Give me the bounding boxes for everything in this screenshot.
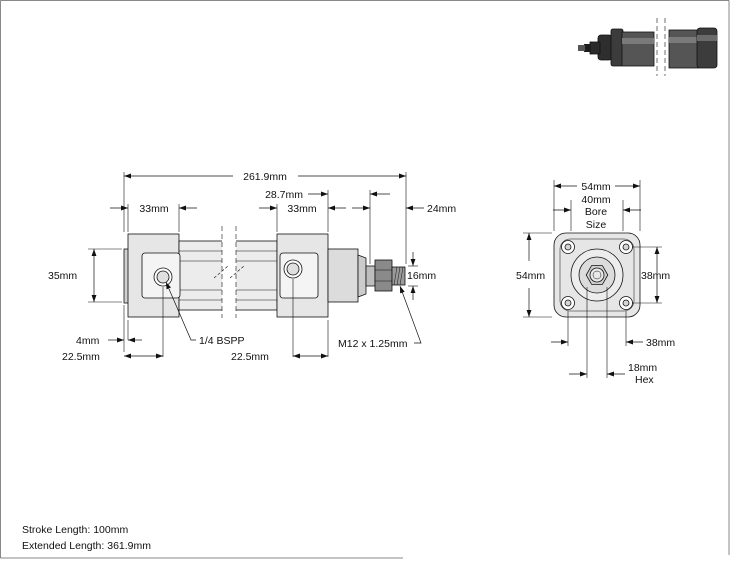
dim-rod-thread-length: 24mm — [427, 203, 456, 215]
dim-cap-offset: 4mm — [76, 335, 100, 347]
label-bore-size-unit: Size — [586, 219, 607, 231]
note-extended-length: Extended Length: 361.9mm — [22, 539, 152, 552]
label-port-thread: 1/4 BSPP — [199, 335, 245, 347]
label-bore-size-value: 40mm — [581, 194, 610, 206]
end-extension-lines — [523, 180, 662, 378]
dim-bolt-spacing-horizontal: 38mm — [646, 337, 675, 349]
sheet-border — [0, 0, 730, 559]
dim-port-offset-left: 22.5mm — [62, 351, 100, 363]
dim-overall-length: 261.9mm — [243, 171, 287, 183]
dim-rod-extension: 28.7mm — [265, 189, 303, 201]
dim-hex-size-unit: Hex — [635, 374, 654, 386]
dim-rod-diameter: 16mm — [407, 270, 436, 282]
dim-cap-width-left: 33mm — [139, 203, 168, 215]
dim-end-width: 54mm — [581, 181, 610, 193]
dim-port-offset-right: 22.5mm — [231, 351, 269, 363]
label-bore-size-word: Bore — [585, 206, 607, 218]
label-rod-thread: M12 x 1.25mm — [338, 338, 408, 350]
cylinder-isometric-icon — [578, 18, 718, 76]
dim-cap-height: 35mm — [48, 270, 77, 282]
dim-bolt-spacing-vertical: 38mm — [641, 270, 670, 282]
drawing-notes: Stroke Length: 100mm Extended Length: 36… — [22, 523, 151, 554]
dim-end-height: 54mm — [516, 270, 545, 282]
note-stroke-length: Stroke Length: 100mm — [22, 524, 129, 536]
cylinder-side-view — [123, 226, 406, 322]
cylinder-end-view — [553, 232, 641, 318]
dim-hex-size-value: 18mm — [628, 362, 657, 374]
dim-cap-width-right: 33mm — [287, 203, 316, 215]
